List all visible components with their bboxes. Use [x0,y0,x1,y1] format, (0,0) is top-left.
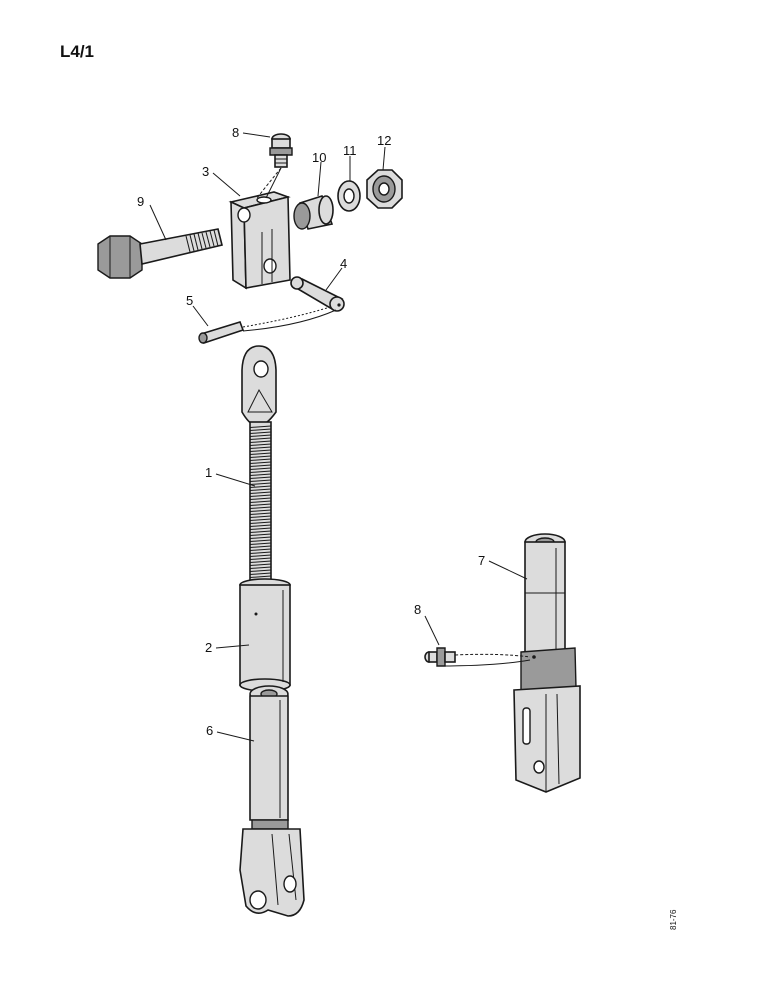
thread-line [249,503,272,506]
thread-line [249,446,272,449]
thread-line [249,572,272,575]
part-9-bolt [97,228,223,279]
callout-10: 10 [312,150,326,165]
thread-line [249,521,272,524]
part-1-threaded-rod [241,345,277,583]
part-2-sleeve [239,578,291,692]
thread-line [249,479,272,482]
callout-7: 7 [478,553,485,568]
thread-line [249,554,272,557]
thread-line [249,464,272,467]
thread-line [249,467,272,470]
thread-line [249,500,272,503]
thread-line [249,557,272,560]
thread-line [249,566,272,569]
thread-line [249,524,272,527]
callout-6: 6 [206,723,213,738]
callout-8-side: 8 [414,602,421,617]
thread-line [249,440,272,443]
callout-4: 4 [340,256,347,271]
thread-line [249,515,272,518]
part-10-bush [293,195,334,230]
part-12-nut [366,169,403,209]
thread-line [249,470,272,473]
part-5-split-pin [198,321,245,345]
thread-line [249,428,272,431]
callout-leaders [149,132,528,742]
callout-2: 2 [205,640,212,655]
thread-line [249,443,272,446]
thread-line [249,539,272,542]
thread-line [249,575,272,578]
thread-line [249,488,272,491]
part-6-lower-tube [239,685,305,917]
callout-11: 11 [343,143,357,158]
thread-line [249,563,272,566]
thread-line [249,569,272,572]
thread-line [249,431,272,434]
callout-3: 3 [202,164,209,179]
callout-12: 12 [377,133,391,148]
callout-1: 1 [205,465,212,480]
thread-line [249,482,272,485]
thread-line [249,533,272,536]
thread-line [249,509,272,512]
thread-line [249,536,272,539]
page-title: L4/1 [60,42,95,61]
thread-line [249,461,272,464]
part-4-clevis-pin [290,276,345,312]
thread-line [249,548,272,551]
thread-line [249,542,272,545]
thread-line [249,545,272,548]
thread-line [249,530,272,533]
thread-line [249,518,272,521]
thread-line [249,494,272,497]
thread-line [249,497,272,500]
thread-line [249,512,272,515]
thread-line [249,506,272,509]
thread-line [249,485,272,488]
thread-line [249,425,272,428]
thread-line [249,476,272,479]
part-8-grease-nipple-top [269,133,293,168]
thread-line [249,452,272,455]
part-11-washer [337,180,361,212]
thread-line [249,455,272,458]
callout-9: 9 [137,194,144,209]
part-3-clevis-block [228,191,291,290]
part-7-upper-tube [513,533,581,793]
assembly-lines [242,167,531,667]
thread-line [249,473,272,476]
thread-line [249,560,272,563]
thread-line [249,449,272,452]
thread-line [249,437,272,440]
thread-line [249,527,272,530]
reference-code: 81-76 [669,909,678,930]
thread-line [249,491,272,494]
callout-labels: 8 3 9 10 11 12 4 5 1 2 6 7 8 [137,125,485,738]
callout-8-top: 8 [232,125,239,140]
thread-line [249,551,272,554]
part-8-grease-nipple-side [424,647,456,667]
callout-5: 5 [186,293,193,308]
thread-line [249,434,272,437]
thread-line [249,458,272,461]
